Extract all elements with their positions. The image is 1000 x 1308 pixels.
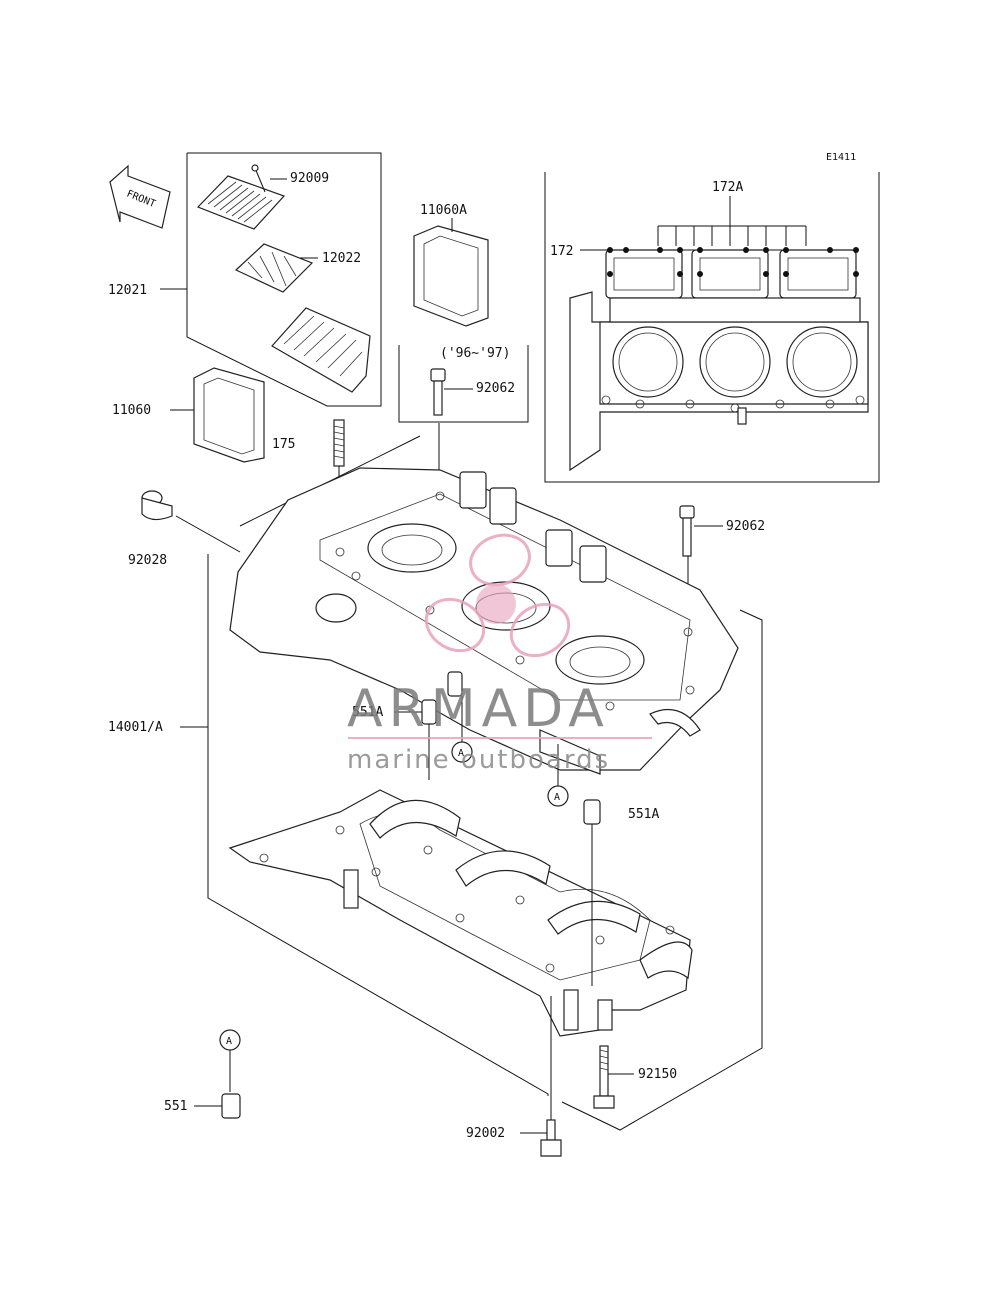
bolt-92002 <box>540 1119 562 1157</box>
plug-92028 <box>141 490 173 521</box>
cylinder-block-inset <box>569 247 869 472</box>
callout-172: 172 <box>550 244 573 259</box>
propeller-logo-icon <box>424 533 571 658</box>
watermark-brand: ARMADA <box>347 679 610 739</box>
cylinder-inset-box <box>544 172 880 483</box>
bolt-92062-top <box>430 368 446 416</box>
year-bracket <box>398 345 529 423</box>
reed-valve-group-box <box>186 152 382 407</box>
reference-mark-a-1: A <box>451 696 473 763</box>
callout-92150: 92150 <box>638 1067 677 1082</box>
watermark: ARMADA marine outboards <box>347 533 652 775</box>
dowel-551a-right <box>583 799 601 825</box>
callout-92062-right: 92062 <box>726 519 765 534</box>
lower-crankcase <box>228 789 693 1037</box>
callout-12022: 12022 <box>322 251 361 266</box>
watermark-tagline: marine outboards <box>347 745 610 775</box>
reed-cage <box>271 307 371 393</box>
front-arrow-icon: FRONT <box>109 164 171 229</box>
callout-92062-top: 92062 <box>476 381 515 396</box>
svg-text:A: A <box>554 792 560 803</box>
reference-mark-a-3: A <box>219 1029 241 1092</box>
dowel-551 <box>221 1093 241 1119</box>
assembly-outline-right <box>561 609 763 1131</box>
callout-551a-right: 551A <box>628 807 659 822</box>
svg-text:A: A <box>458 748 464 759</box>
callout-551a-left: 551A <box>352 705 383 720</box>
callout-11060a: 11060A <box>420 203 467 218</box>
callout-12021: 12021 <box>108 283 147 298</box>
callout-92009: 92009 <box>290 171 329 186</box>
svg-text:A: A <box>226 1036 232 1047</box>
diagram-code: E1411 <box>826 152 856 163</box>
year-note: ('96~'97) <box>440 346 510 361</box>
bolt-92062-right <box>679 505 695 557</box>
reed-valve-plate <box>196 164 286 230</box>
callout-14001a: 14001/A <box>108 720 163 735</box>
callout-92002: 92002 <box>466 1126 505 1141</box>
reference-mark-a-2: A <box>547 744 569 807</box>
assembly-outline-left <box>207 554 549 1096</box>
callout-172a: 172A <box>712 180 743 195</box>
gasket-11060a <box>413 225 489 327</box>
callout-551: 551 <box>164 1099 187 1114</box>
callout-11060: 11060 <box>112 403 151 418</box>
gasket-11060 <box>193 367 265 463</box>
callout-175: 175 <box>272 437 295 452</box>
callout-92028: 92028 <box>128 553 167 568</box>
reed-petals <box>234 243 314 293</box>
bolt-92150 <box>593 1045 615 1109</box>
